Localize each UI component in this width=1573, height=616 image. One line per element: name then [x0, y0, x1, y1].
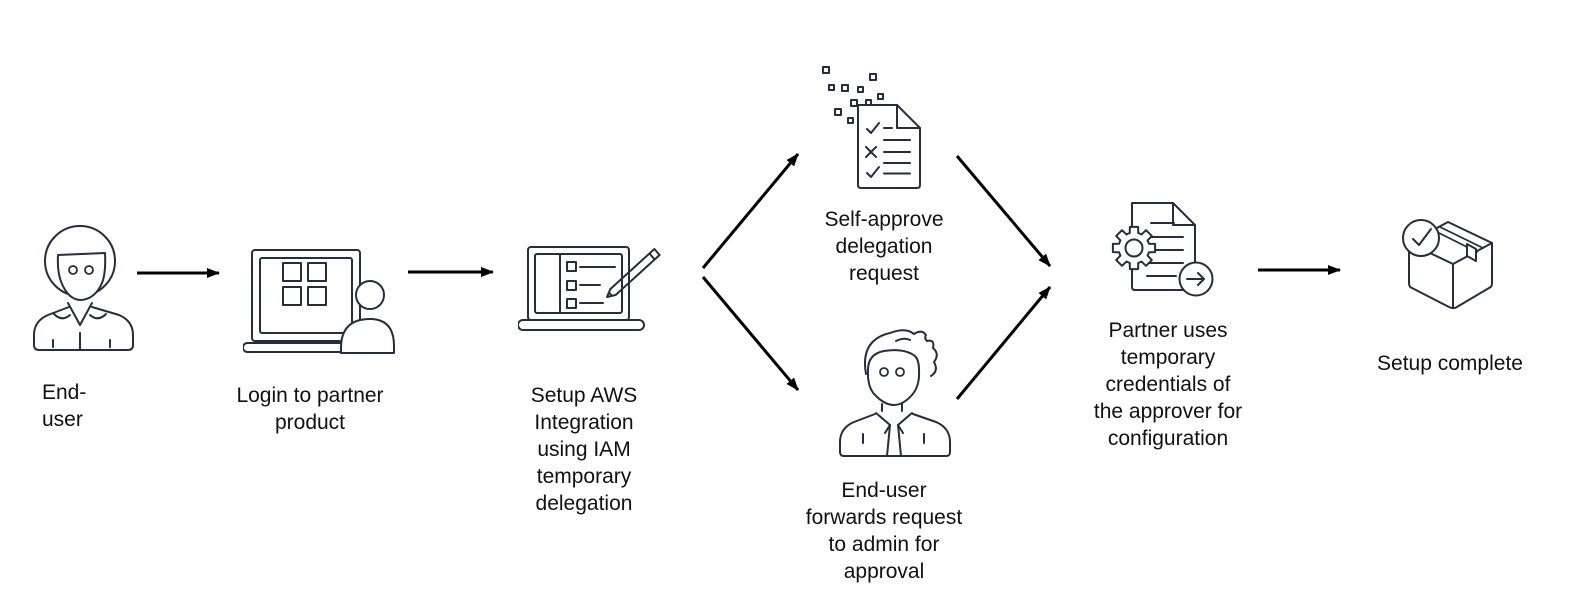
- laptop-checklist-pencil-icon: [518, 246, 661, 331]
- package-check-icon: [1402, 219, 1493, 310]
- document-gear-export-icon: [1111, 202, 1214, 297]
- edge-setup-to-self-approve: [701, 153, 800, 269]
- edge-self-approve-to-credentials: [955, 155, 1052, 267]
- laptop-user-icon: [243, 249, 395, 354]
- node-label-partner-credentials: Partner uses temporary credentials of th…: [1093, 319, 1243, 450]
- node-label-self-approve: Self-approve delegation request: [824, 208, 944, 285]
- node-label-setup-integration: Setup AWS Integration using IAM temporar…: [530, 384, 638, 515]
- node-label-login-partner: Login to partner product: [236, 384, 384, 434]
- node-label-setup-complete: Setup complete: [1377, 352, 1523, 375]
- node-label-end-user: End- user: [42, 381, 87, 431]
- node-label-forward-admin: End-user forwards request to admin for a…: [805, 479, 963, 583]
- edge-forward-admin-to-credentials: [955, 286, 1052, 400]
- automated-checklist-document-icon: [822, 66, 921, 189]
- admin-user-icon: [839, 329, 951, 457]
- user-icon: [33, 225, 134, 351]
- edge-setup-to-forward-admin: [701, 276, 800, 391]
